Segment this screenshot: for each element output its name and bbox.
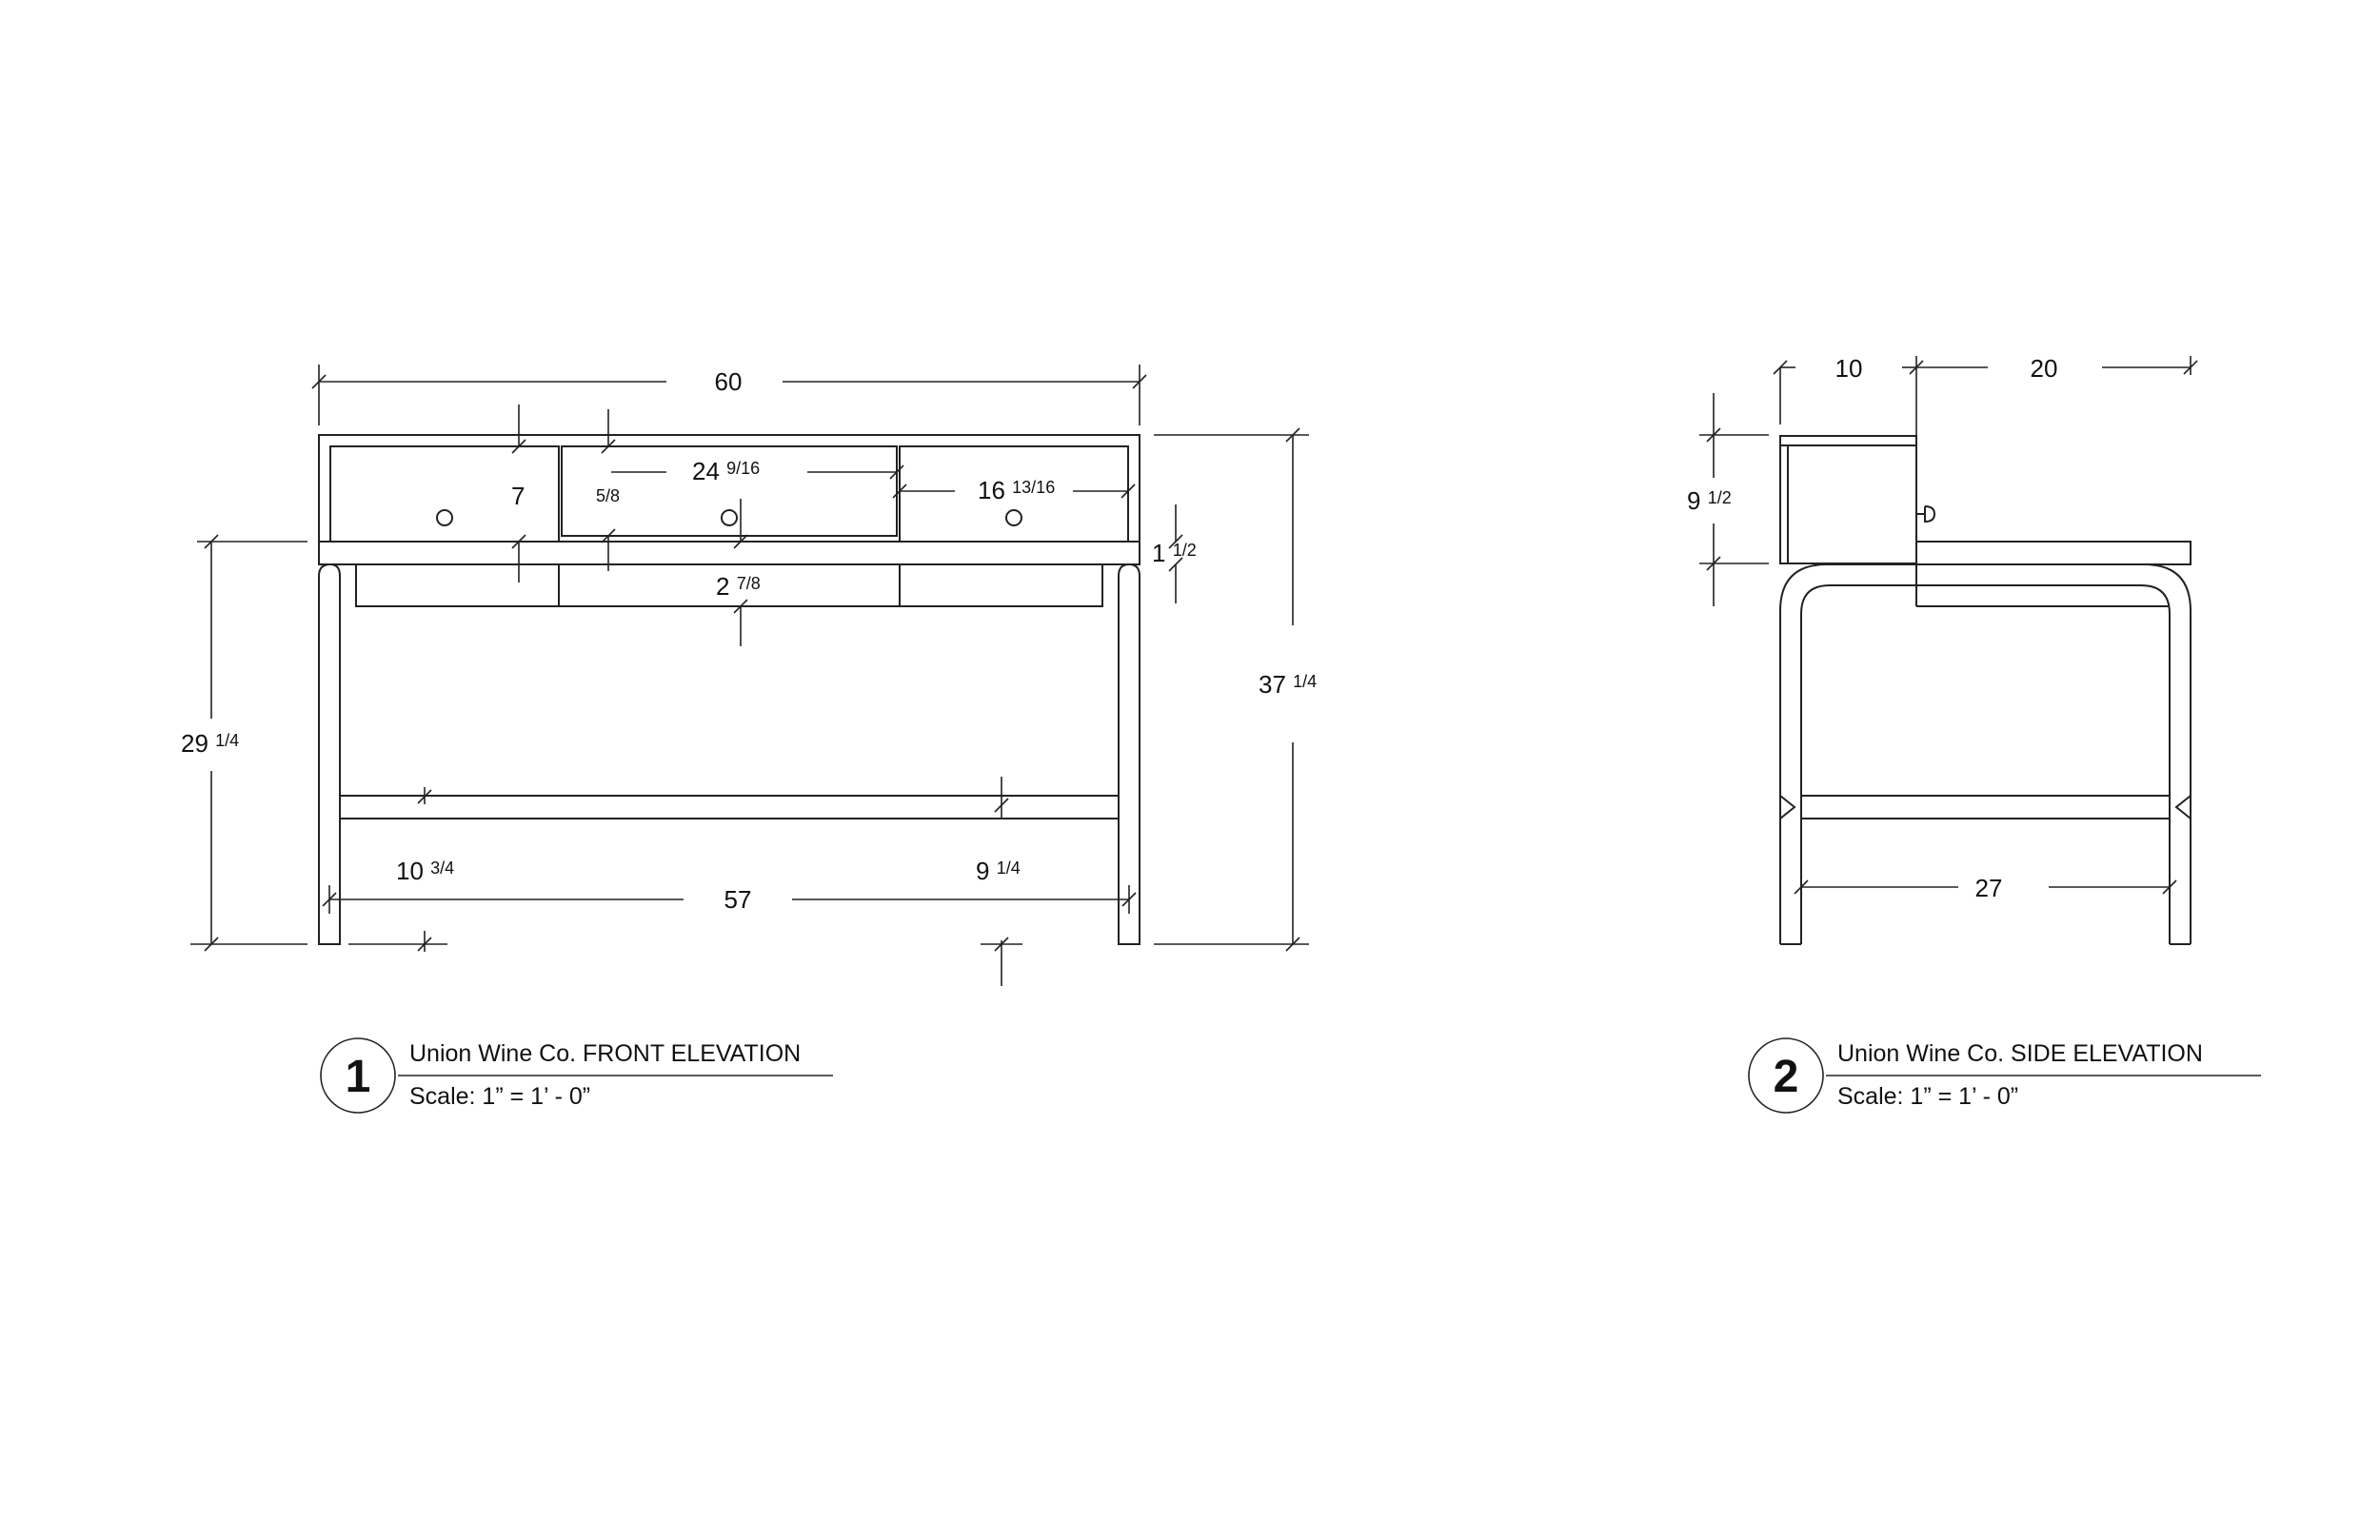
dim-drawer-height: 7 <box>511 482 525 510</box>
front-leg-left <box>318 563 341 945</box>
dim-desk-height: 29 1/4 <box>181 729 239 758</box>
front-stretcher <box>339 795 1120 819</box>
view-number: 1 <box>346 1052 371 1102</box>
dim-overall-height: 37 1/4 <box>1259 670 1317 699</box>
front-knob-right <box>1005 509 1022 526</box>
front-elevation-drawing <box>318 434 1140 945</box>
front-drawer-middle <box>561 445 898 537</box>
side-hutch-top <box>1779 435 1917 446</box>
view-number-badge <box>320 1037 396 1114</box>
dim-stretcher-right: 9 1/4 <box>976 857 1021 885</box>
dim-middle-drawer-width: 24 9/16 <box>692 457 760 485</box>
front-dimension-lines <box>190 365 1309 986</box>
side-elevation-drawing <box>1779 435 2192 945</box>
view-number-badge <box>1748 1037 1824 1114</box>
front-elevation-caption: 1 Union Wine Co. FRONT ELEVATION Scale: … <box>320 1037 833 1114</box>
dim-top-thickness: 1 1/2 <box>1152 539 1197 567</box>
view-title: Union Wine Co. SIDE ELEVATION <box>1837 1040 2203 1067</box>
side-desk-top <box>1915 541 2192 565</box>
front-desk-top <box>318 541 1140 565</box>
dim-overall-width: 60 <box>715 367 743 396</box>
side-stretcher <box>1801 795 2170 819</box>
dim-desk-depth: 20 <box>2031 354 2058 383</box>
dim-stretcher-left: 10 3/4 <box>396 857 454 885</box>
side-elevation-caption: 2 Union Wine Co. SIDE ELEVATION Scale: 1… <box>1748 1037 2261 1114</box>
view-number: 2 <box>1774 1052 1799 1102</box>
front-dimension-labels: 60 24 9/16 16 13/16 7 5/8 2 7/8 1 1/2 29… <box>181 367 1317 914</box>
side-dimension-labels: 10 20 9 1/2 27 <box>1687 354 2057 902</box>
side-leg-frame-outer <box>1779 563 2192 944</box>
dim-side-leg-span: 27 <box>1975 874 2003 902</box>
view-scale: Scale: 1” = 1’ - 0” <box>1837 1083 2018 1110</box>
front-leg-right <box>1118 563 1140 945</box>
side-dimension-lines <box>1699 356 2198 901</box>
view-title: Union Wine Co. FRONT ELEVATION <box>409 1040 801 1067</box>
dim-right-drawer-width: 16 13/16 <box>978 476 1055 504</box>
dim-apron: 2 7/8 <box>716 572 761 601</box>
front-knob-middle <box>721 509 738 526</box>
side-leg-frame-inner <box>1800 584 2171 944</box>
side-drawer-knob <box>1916 505 1936 523</box>
front-apron <box>355 563 1103 607</box>
side-hutch-back <box>1779 444 1789 564</box>
view-scale: Scale: 1” = 1’ - 0” <box>409 1083 590 1110</box>
dim-hutch-depth: 10 <box>1835 354 1863 383</box>
dim-hutch-height: 9 1/2 <box>1687 486 1732 515</box>
dim-leg-span: 57 <box>724 885 752 914</box>
front-knob-left <box>436 509 453 526</box>
dim-gap: 5/8 <box>596 486 620 505</box>
